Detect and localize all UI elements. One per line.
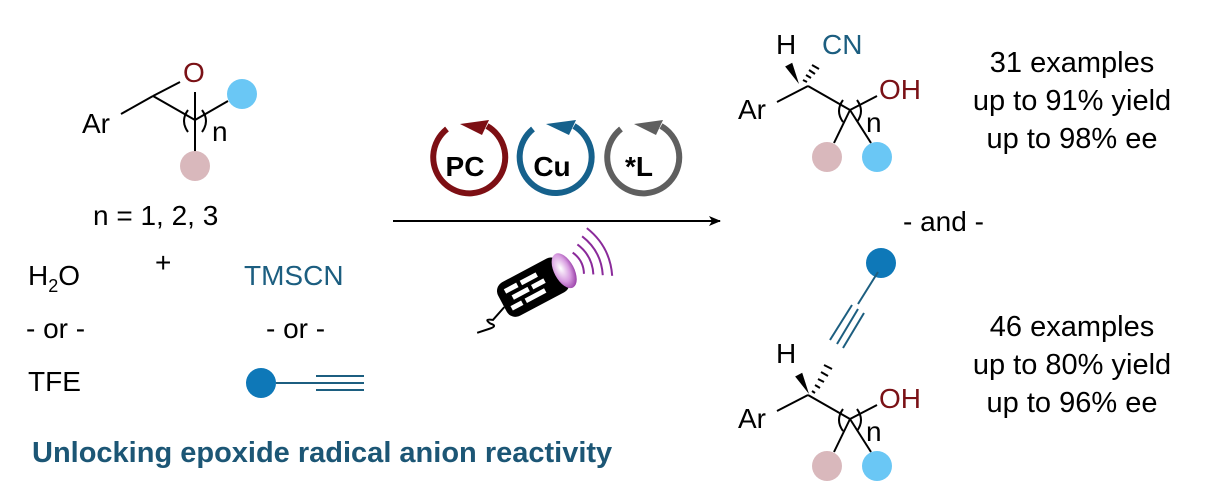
left-paren <box>183 109 189 133</box>
or-left-label: - or - <box>26 313 85 344</box>
product1-n-label: n <box>866 107 882 138</box>
backbone-bond <box>807 394 851 420</box>
copper-cycle: Cu <box>516 120 595 196</box>
ligand-cycle-arrowhead-icon <box>634 120 663 135</box>
product2-stats: 46 examples up to 80% yield up to 96% ee <box>973 311 1171 419</box>
tmscn-label: TMSCN <box>244 260 344 291</box>
right-paren <box>856 408 862 432</box>
ligand-cycle-ring <box>604 123 683 197</box>
cu-label: Cu <box>533 151 570 182</box>
photocatalyst-cycle: PC <box>430 120 509 197</box>
pc-cycle-arrowhead-icon <box>460 120 489 135</box>
right-paren <box>856 99 862 123</box>
c-o-bond <box>152 81 181 97</box>
cu-cycle-ring <box>516 123 595 196</box>
hash-bond <box>802 64 820 83</box>
blue-substituent-dot <box>862 142 892 172</box>
product1-ee: up to 98% ee <box>987 123 1158 155</box>
oh-bond <box>849 404 878 420</box>
ar-bond <box>776 85 809 103</box>
product1-cn-label: CN <box>822 29 862 60</box>
light-wave <box>586 227 614 276</box>
pink-bond <box>833 418 851 453</box>
alkyne-triple-bond-2 <box>836 308 859 345</box>
alkyne-triple-bond-1 <box>829 304 853 341</box>
lamp-vent <box>530 278 546 290</box>
hash-bond <box>811 364 833 394</box>
wedge-bond <box>785 62 799 84</box>
blue-bond <box>849 109 872 144</box>
alkyne-end-dot <box>866 248 896 278</box>
lamp-vent <box>511 286 530 300</box>
reactant-ar-label: Ar <box>82 108 110 139</box>
tagline: Unlocking epoxide radical anion reactivi… <box>32 437 612 469</box>
left-paren <box>838 408 844 432</box>
product2-ee: up to 96% ee <box>987 387 1158 419</box>
alkyne-triple-bond-3 <box>842 312 865 349</box>
catalyst-cycles: PC Cu *L <box>430 120 683 197</box>
lamp-vent <box>524 288 547 303</box>
ar-bond <box>120 95 154 115</box>
lamp-vent <box>503 282 519 294</box>
plus-sign: + <box>155 247 171 278</box>
pink-substituent-dot <box>812 142 842 172</box>
product1-examples: 31 examples <box>990 47 1154 79</box>
or-right-label: - or - <box>266 313 325 344</box>
lamp-bulb <box>551 253 577 289</box>
and-separator: - and - <box>903 206 984 237</box>
alkynylation-product: H Ar OH n <box>738 248 921 481</box>
light-wave <box>572 251 585 274</box>
pc-label: PC <box>446 151 485 182</box>
reagents: + H2O - or - TFE TMSCN - or - <box>26 247 364 398</box>
lamp-vent <box>510 300 524 311</box>
lamp-cord <box>476 306 506 334</box>
light-wave <box>581 235 604 276</box>
light-wave <box>576 243 595 275</box>
product2-examples: 46 examples <box>990 311 1154 343</box>
pc-cycle-ring <box>430 123 509 197</box>
product2-yield: up to 80% yield <box>973 349 1171 381</box>
tfe-label: TFE <box>28 366 81 397</box>
epoxide-reactant: Ar O n n = 1, 2, 3 <box>82 57 257 231</box>
lamp-vent <box>519 272 538 286</box>
pink-substituent-dot <box>812 451 842 481</box>
pink-bond <box>833 109 851 144</box>
blue-substituent-bond <box>194 100 229 121</box>
oh-bond <box>849 95 878 111</box>
ligand-label: *L <box>625 151 653 182</box>
pink-substituent-dot <box>180 151 210 181</box>
n-values-label: n = 1, 2, 3 <box>93 200 218 231</box>
ar-bond <box>776 394 809 412</box>
product1-h-label: H <box>776 29 796 60</box>
product2-ar-label: Ar <box>738 403 766 434</box>
blue-bond <box>849 418 872 453</box>
product1-stats: 31 examples up to 91% yield up to 98% ee <box>973 47 1171 155</box>
product1-yield: up to 91% yield <box>973 85 1171 117</box>
cyanation-product: H CN Ar OH n <box>738 29 921 172</box>
product2-oh-label: OH <box>879 383 921 414</box>
backbone-bond <box>807 85 851 111</box>
product1-oh-label: OH <box>879 74 921 105</box>
blue-substituent-dot <box>227 79 257 109</box>
epoxide-oxygen-label: O <box>183 57 205 88</box>
right-paren <box>201 109 207 133</box>
left-paren <box>838 99 844 123</box>
product2-n-label: n <box>866 416 882 447</box>
alkyne-single-bond <box>857 271 879 305</box>
water-label: H2O <box>28 260 80 296</box>
product2-h-label: H <box>776 338 796 369</box>
cu-cycle-arrowhead-icon <box>546 120 576 135</box>
light-lamp-icon <box>476 227 614 334</box>
ring-bond <box>152 95 196 121</box>
terminal-alkyne-icon <box>246 368 364 398</box>
blue-substituent-dot <box>862 451 892 481</box>
reactant-n-label: n <box>212 116 228 147</box>
product1-ar-label: Ar <box>738 94 766 125</box>
wedge-bond <box>795 372 809 394</box>
chiral-ligand-cycle: *L <box>604 120 683 197</box>
alkyne-dot <box>246 368 276 398</box>
